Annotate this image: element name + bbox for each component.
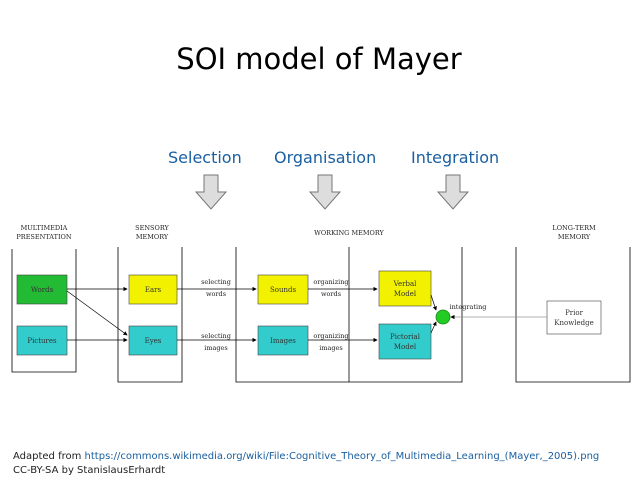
verbal-model-label-line2: Model xyxy=(394,290,417,298)
footer-license: CC-BY-SA by StanislausErhardt xyxy=(13,465,166,476)
organizing-images-line2: images xyxy=(319,344,342,352)
pictorial-model-box xyxy=(378,323,432,360)
pictorial-model-label-line1: Pictorial xyxy=(390,333,421,341)
organisation-down-arrow xyxy=(308,174,342,210)
verbal-model-label-line1: Verbal xyxy=(393,280,418,288)
footer-adapted-prefix: Adapted from xyxy=(13,451,85,462)
sensory-header-line1: SENSORY xyxy=(135,224,169,232)
verbal-to-integrating-arrow xyxy=(430,294,437,311)
words-box xyxy=(16,274,68,305)
organizing-words-line2: words xyxy=(321,290,341,298)
sensory-header-line2: MEMORY xyxy=(136,233,169,241)
ears-box-label: Ears xyxy=(145,286,162,294)
footer-attribution: Adapted from https://commons.wikimedia.o… xyxy=(13,451,599,462)
phase-organisation-label: Organisation xyxy=(274,148,377,167)
multimedia-header-line2: PRESENTATION xyxy=(16,233,71,241)
slide-title: SOI model of Mayer xyxy=(176,42,462,76)
pictorial-to-integrating-arrow xyxy=(430,321,437,334)
images-box-label: Images xyxy=(270,337,296,345)
sounds-box xyxy=(257,274,309,305)
organizing-words-line1: organizing xyxy=(313,278,348,286)
sensory-frame xyxy=(117,247,183,383)
phase-integration-label: Integration xyxy=(411,148,500,167)
integration-node xyxy=(435,309,451,325)
working-memory-header: WORKING MEMORY xyxy=(314,229,384,237)
selecting-images-line1: selecting xyxy=(201,332,231,340)
selecting-images-line2: images xyxy=(204,344,227,352)
longterm-frame xyxy=(515,247,631,383)
source-link[interactable]: https://commons.wikimedia.org/wiki/File:… xyxy=(84,451,600,462)
eyes-box-label: Eyes xyxy=(145,337,162,345)
sounds-box-label: Sounds xyxy=(270,286,297,294)
integration-down-arrow xyxy=(436,174,470,210)
prior-knowledge-label-line1: Prior xyxy=(565,309,584,317)
selecting-words-line1: selecting xyxy=(201,278,231,286)
verbal-model-box xyxy=(378,270,432,307)
words-box-label: Words xyxy=(31,286,54,294)
longterm-header-line2: MEMORY xyxy=(558,233,591,241)
multimedia-header-line1: MULTIMEDIA xyxy=(21,224,68,232)
phase-selection-label: Selection xyxy=(168,148,242,167)
multimedia-frame xyxy=(11,249,77,373)
organizing-images-line1: organizing xyxy=(313,332,348,340)
ears-box xyxy=(128,274,178,305)
pictures-box xyxy=(16,325,68,356)
images-box xyxy=(257,325,309,356)
selection-down-arrow xyxy=(194,174,228,210)
prior-knowledge-box xyxy=(546,300,602,335)
words-to-eyes-arrow xyxy=(66,290,128,336)
longterm-header-line1: LONG-TERM xyxy=(552,224,596,232)
pictures-box-label: Pictures xyxy=(27,337,57,345)
integrating-label: integrating xyxy=(450,303,487,311)
prior-knowledge-label-line2: Knowledge xyxy=(554,319,593,327)
pictorial-model-label-line2: Model xyxy=(394,343,417,351)
selecting-words-line2: words xyxy=(206,290,226,298)
eyes-box xyxy=(128,325,178,356)
